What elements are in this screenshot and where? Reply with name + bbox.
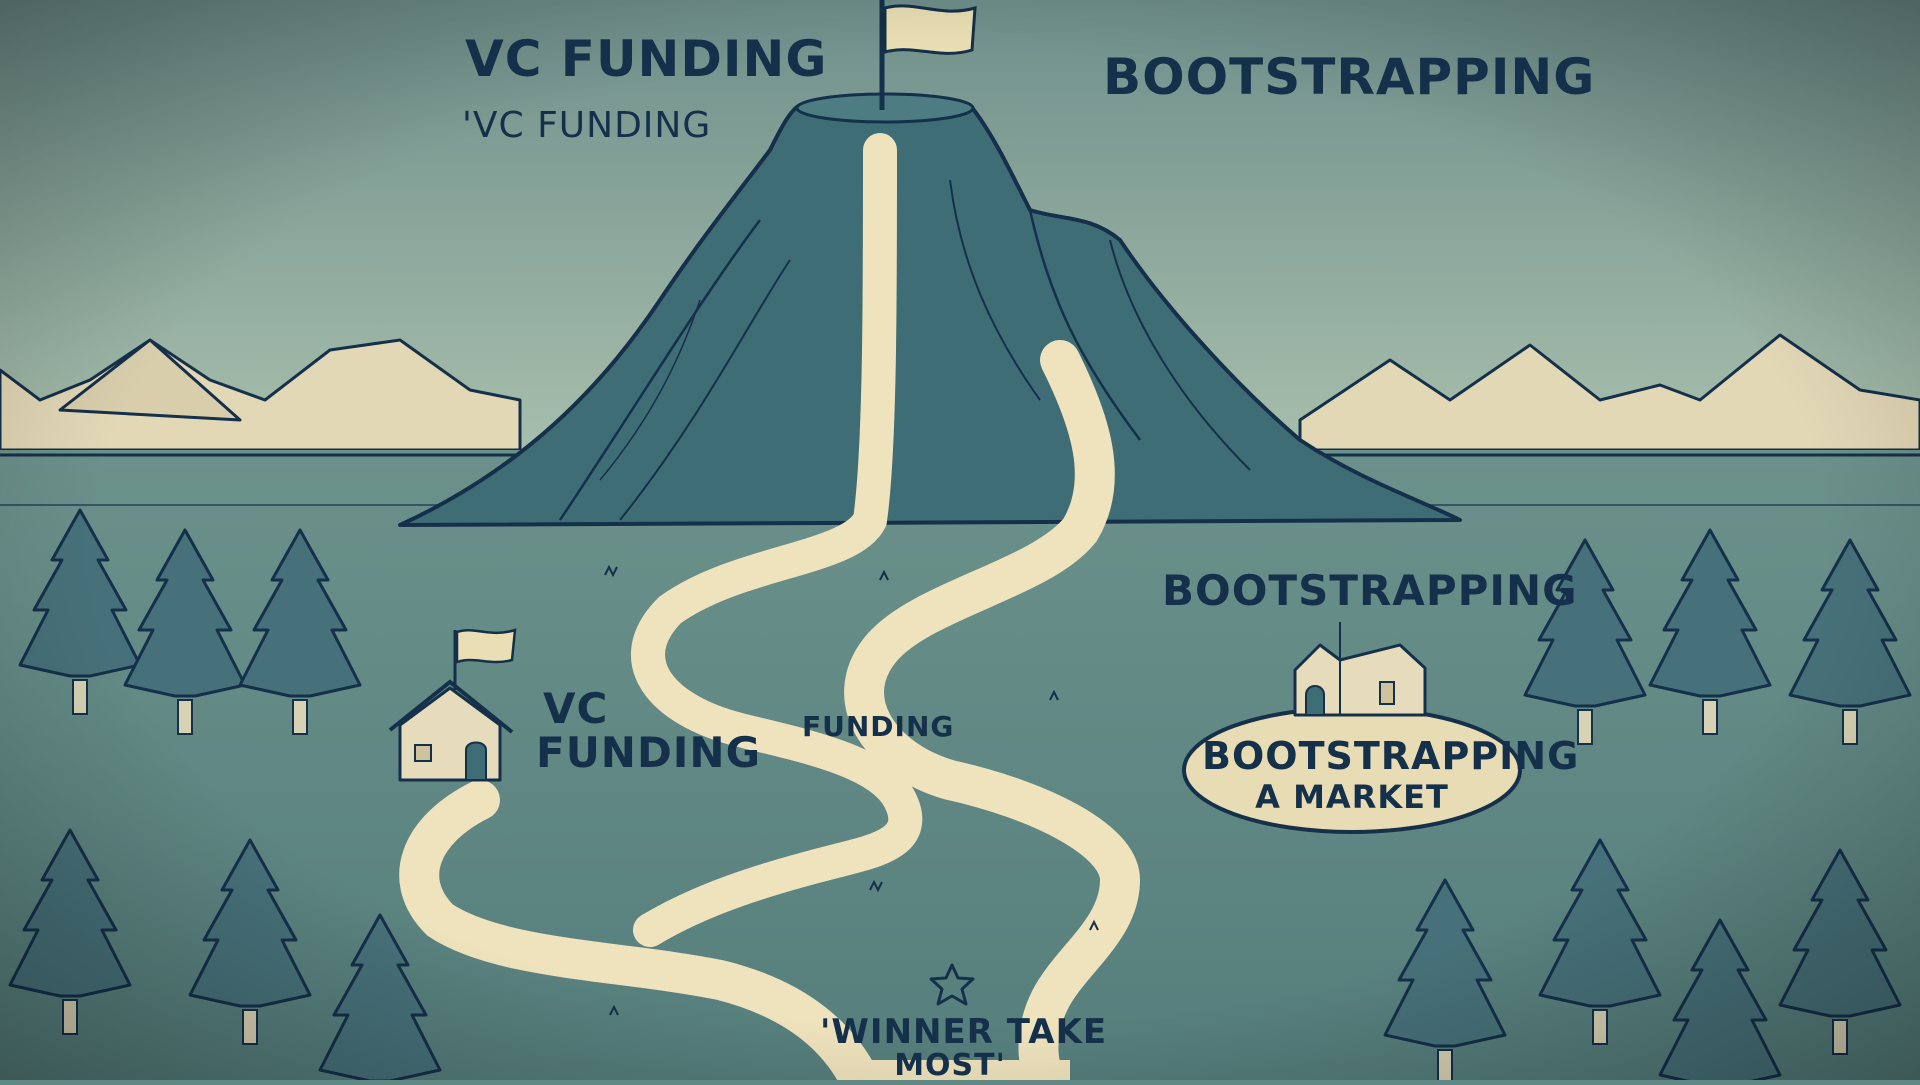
market-label-line1: BOOTSTRAPPING xyxy=(1202,734,1580,778)
bottom-quote-line2: MOST' xyxy=(894,1048,1006,1083)
top-left-title: VC FUNDING xyxy=(465,30,828,88)
top-right-title: BOOTSTRAPPING xyxy=(1103,48,1596,106)
house-label-line1: VC xyxy=(543,684,609,733)
house-label-line2: FUNDING xyxy=(536,728,762,777)
top-left-subtitle: 'VC FUNDING xyxy=(462,105,712,146)
right-mid-title: BOOTSTRAPPING xyxy=(1162,566,1578,615)
path-label: FUNDING xyxy=(802,710,955,743)
market-label-line2: A MARKET xyxy=(1255,778,1449,816)
bottom-quote-line1: 'WINNER TAKE xyxy=(820,1012,1108,1052)
